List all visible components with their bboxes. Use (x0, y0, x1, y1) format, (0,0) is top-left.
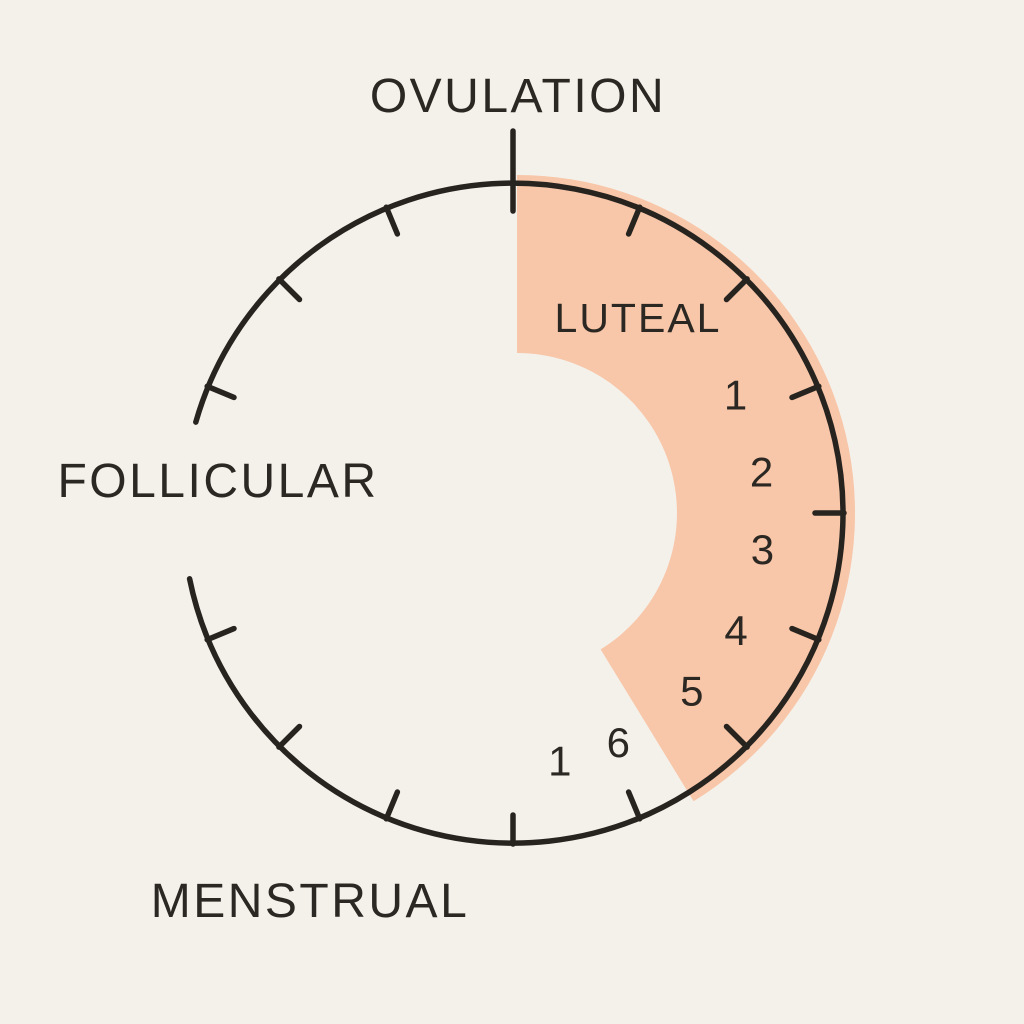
label-follicular: FOLLICULAR (57, 455, 378, 508)
tick-mark (276, 276, 303, 303)
tick-mark (723, 723, 750, 750)
tick-mark (789, 383, 822, 401)
label-ovulation: OVULATION (370, 70, 666, 123)
tick-marks (204, 128, 847, 847)
day-number-luteal-6: 6 (607, 719, 630, 766)
day-number-luteal-3: 3 (751, 526, 774, 573)
tick-mark (383, 789, 401, 822)
tick-mark (625, 789, 643, 822)
label-luteal: LUTEAL (555, 295, 722, 341)
tick-mark (204, 383, 237, 401)
day-number-luteal-2: 2 (750, 448, 773, 495)
tick-mark (276, 723, 303, 750)
day-number-luteal-4: 4 (724, 607, 747, 654)
day-number-luteal-5: 5 (680, 668, 703, 715)
tick-mark (789, 625, 822, 643)
luteal-phase-sector (517, 175, 856, 802)
tick-mark (383, 204, 401, 237)
tick-mark (204, 625, 237, 643)
day-number-luteal-1: 1 (724, 372, 747, 419)
cycle-ring (186, 180, 846, 846)
day-number-menstrual-1: 1 (548, 738, 571, 785)
tick-mark (625, 204, 643, 237)
tick-mark (723, 276, 750, 303)
label-menstrual: MENSTRUAL (151, 875, 470, 928)
